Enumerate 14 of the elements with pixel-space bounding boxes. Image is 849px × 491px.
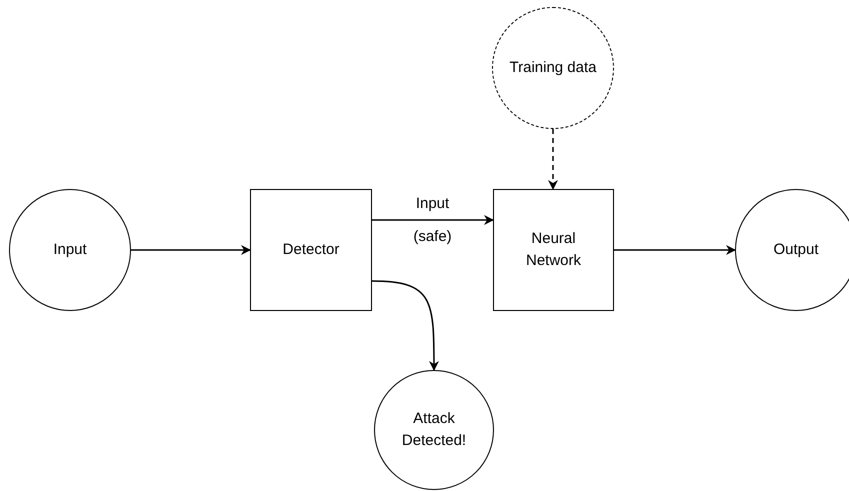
- node-label: Input: [53, 240, 87, 260]
- node-label: Output: [773, 240, 819, 260]
- process-box: [493, 189, 614, 311]
- arrow: [548, 129, 558, 190]
- edge-label: Input (safe): [412, 194, 453, 247]
- arrow: [131, 245, 251, 255]
- arrow: [372, 280, 439, 371]
- node-label: Attack Detected!: [400, 409, 468, 451]
- arrow: [614, 245, 736, 255]
- node-label: Training data: [510, 58, 596, 78]
- node-label: Detector: [282, 240, 340, 260]
- node-label: Neural Network: [524, 229, 582, 271]
- arrow: [372, 215, 494, 225]
- process-box: [250, 189, 372, 311]
